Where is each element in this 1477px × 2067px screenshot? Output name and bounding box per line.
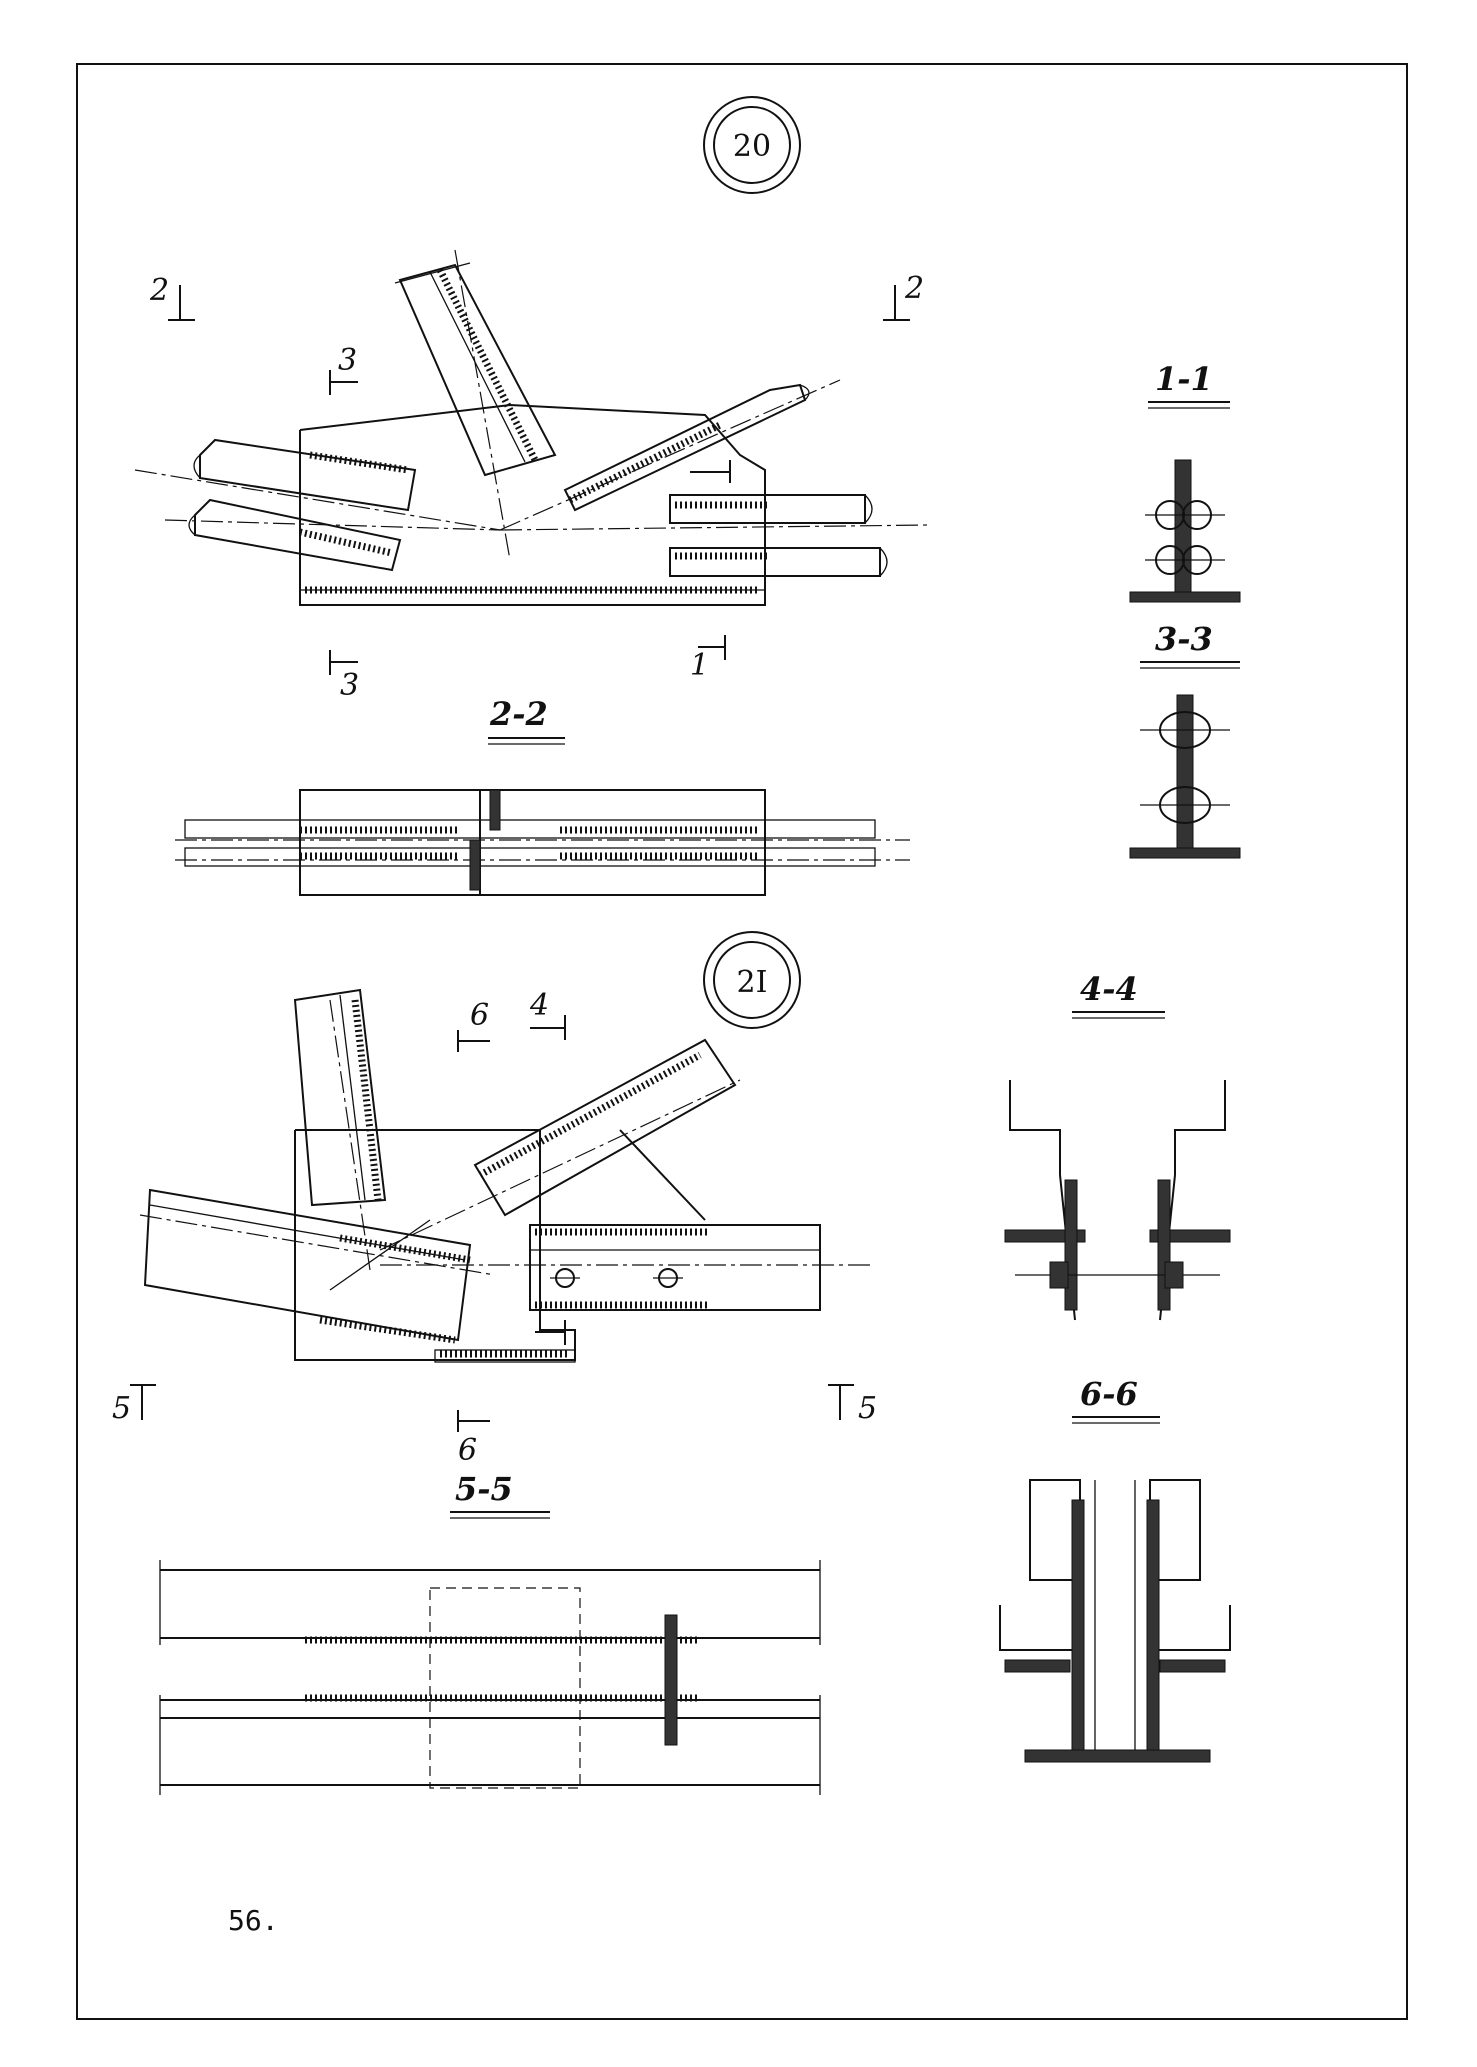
section-1-1: 1-1 <box>1129 360 1241 603</box>
axis-left-upper <box>134 469 501 531</box>
right-horizontal-member-2I <box>529 1224 821 1311</box>
cut-mark-5-right: 5 <box>828 1384 877 1426</box>
detail-2I-marker: 2I <box>703 931 801 1029</box>
axis-right-diagonal <box>499 379 841 531</box>
section-3-3: 3-3 <box>1129 620 1241 859</box>
left-inclined-member-2I <box>143 1188 472 1344</box>
detail-2I-number: 2I <box>737 965 768 1000</box>
cut-mark-1-bottom: 1 <box>690 635 726 683</box>
cut-mark-6-bottom: 6 <box>457 1410 490 1468</box>
detail-20-number: 20 <box>733 129 771 164</box>
cut-mark-6-bottom-label: 6 <box>458 1433 477 1468</box>
cut-mark-2-left: 2 <box>149 273 195 321</box>
right-lower-angle-20 <box>669 547 888 577</box>
vertical-member-20 <box>394 262 557 477</box>
detail-20-marker: 20 <box>703 96 801 194</box>
section-6-6: 6-6 <box>999 1375 1231 1763</box>
cut-mark-6-top-label: 6 <box>470 998 489 1033</box>
section-2-2: 2-2 <box>175 695 910 896</box>
section-3-3-label: 3-3 <box>1155 620 1213 658</box>
axis-left-lower <box>164 519 501 531</box>
cut-mark-2-right: 2 <box>883 271 924 321</box>
section-5-5: 5-5 <box>159 1470 821 1795</box>
cut-mark-4-top: 4 <box>529 988 566 1040</box>
cut-mark-3-top: 3 <box>329 343 358 395</box>
section-4-4-label: 4-4 <box>1080 970 1138 1008</box>
cut-mark-4-top-label: 4 <box>529 988 549 1023</box>
section-1-1-label: 1-1 <box>1155 360 1213 398</box>
cut-mark-2-left-label: 2 <box>149 273 169 308</box>
vertical-member-2I <box>293 988 387 1207</box>
cut-mark-1-top <box>690 460 731 483</box>
cut-mark-3-bottom: 3 <box>329 650 359 703</box>
axis-2I-diagonal <box>379 1079 741 1251</box>
axis-vertical <box>454 249 511 561</box>
section-6-6-label: 6-6 <box>1080 1375 1138 1413</box>
axis-2I-left <box>139 1214 496 1276</box>
gusset-plate-2I <box>294 1129 706 1363</box>
cut-mark-2-right-label: 2 <box>904 271 924 306</box>
right-diagonal-20 <box>563 383 810 512</box>
section-4-4: 4-4 <box>1004 970 1231 1321</box>
right-upper-angle-20 <box>669 494 873 524</box>
gusset-plate-20 <box>299 403 766 606</box>
section-5-5-label: 5-5 <box>455 1470 513 1508</box>
cut-mark-5-right-label: 5 <box>858 1391 877 1426</box>
cut-mark-3-top-label: 3 <box>338 343 357 378</box>
section-2-2-label: 2-2 <box>489 695 548 733</box>
sheet-frame <box>76 63 1408 2020</box>
cut-mark-6-top: 6 <box>457 998 490 1052</box>
page-number: 56. <box>228 1904 279 1937</box>
cut-mark-5-left-label: 5 <box>112 1391 131 1426</box>
cut-mark-3-bottom-label: 3 <box>340 668 359 703</box>
axis-2I-vertical <box>329 999 371 1271</box>
axis-horizontal <box>499 524 931 531</box>
left-lower-angle-20 <box>188 498 402 572</box>
cut-mark-5-left: 5 <box>112 1384 156 1426</box>
cut-mark-1-bottom-label: 1 <box>690 648 709 683</box>
left-upper-angle-20 <box>193 438 417 512</box>
cut-mark-1-lower <box>535 1320 566 1345</box>
right-diagonal-member-2I <box>473 1038 737 1217</box>
